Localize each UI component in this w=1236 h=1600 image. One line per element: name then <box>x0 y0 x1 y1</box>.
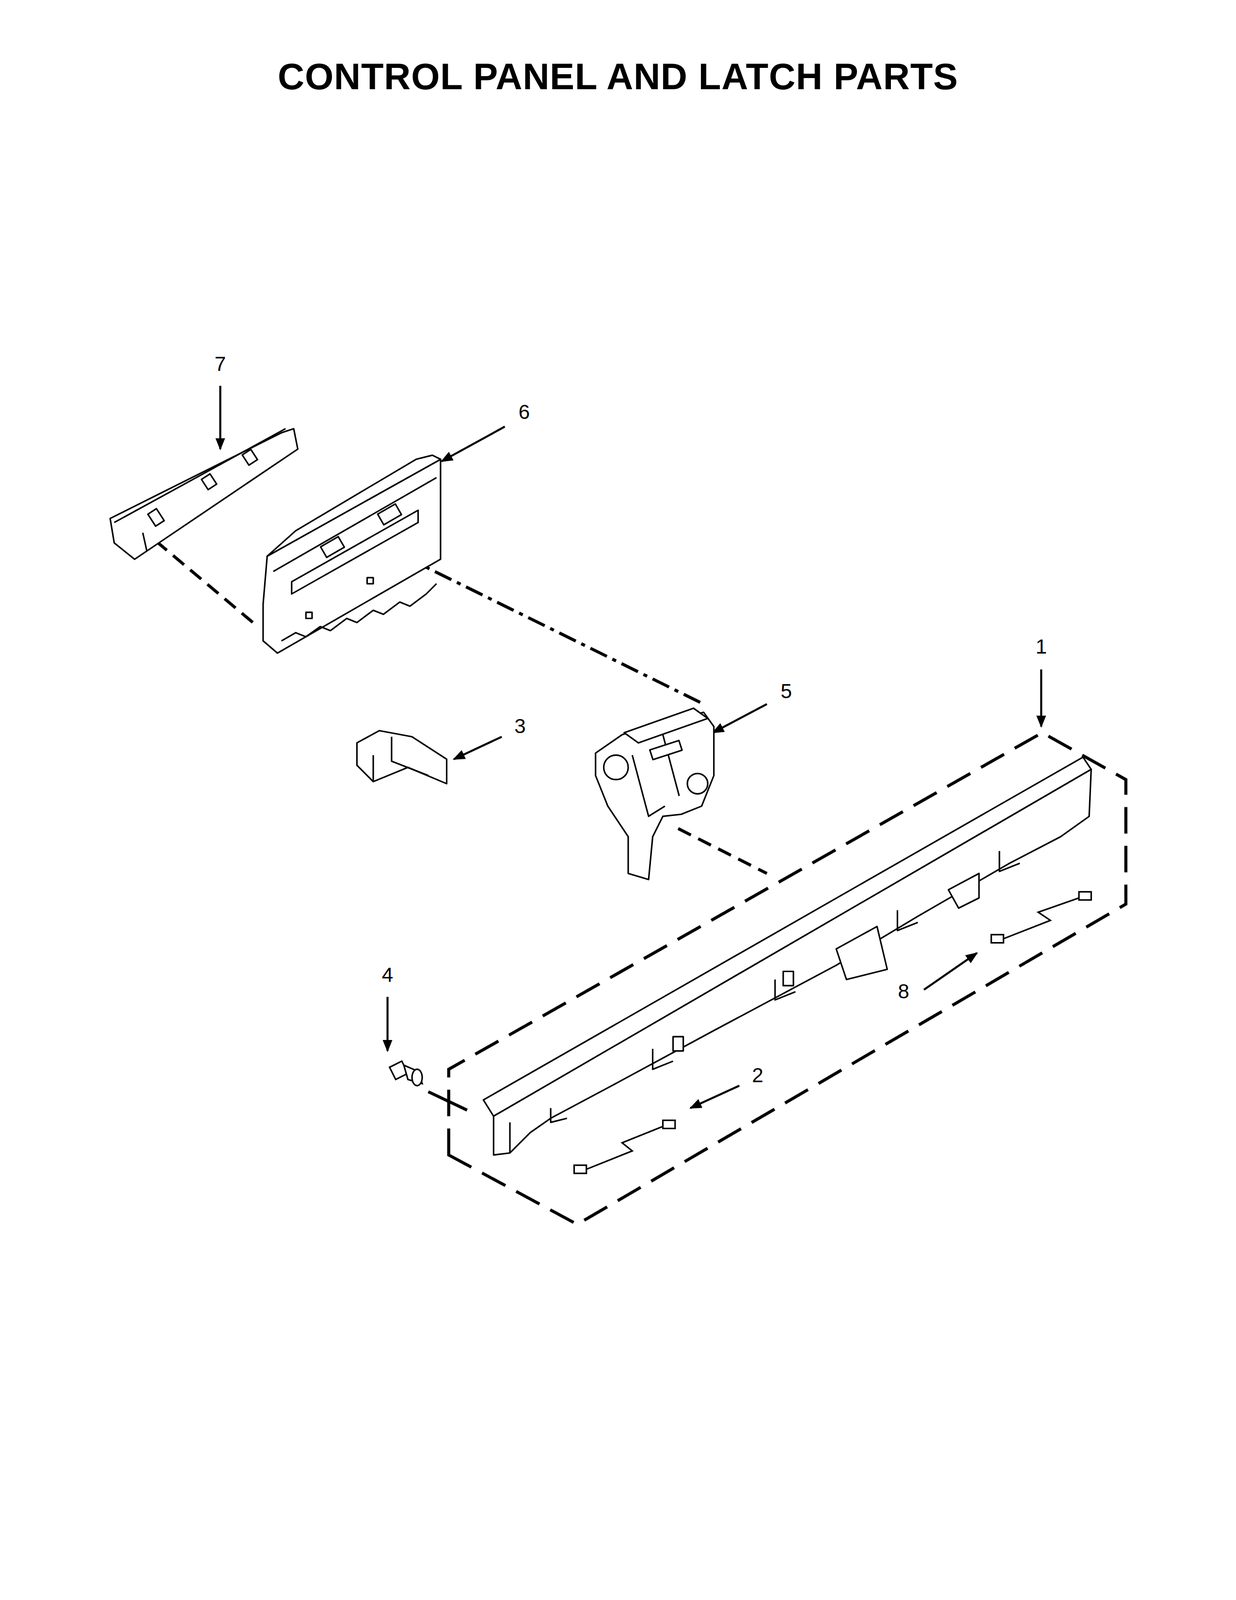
part-6-control-housing-line <box>291 509 419 594</box>
parts-2-8-wire-harness <box>574 891 1092 1173</box>
part-6-control-housing-line <box>320 536 345 558</box>
leader-arrows-line <box>1040 669 1043 727</box>
leader-arrows-line <box>386 996 389 1051</box>
leader-arrows-line <box>453 736 502 760</box>
part-4-screw-line <box>412 1068 423 1086</box>
leader-arrows-line <box>713 703 768 733</box>
leader-arrows-line <box>219 385 222 449</box>
part-3-bracket <box>356 730 447 784</box>
part-5-door-latch-line <box>632 754 665 816</box>
part-7-rail-line <box>147 508 165 526</box>
leader-arrows <box>220 385 1042 1109</box>
part-1-control-panel-line <box>483 757 1092 1117</box>
part-6-control-housing-line <box>305 612 313 619</box>
part-3-bracket-line <box>391 736 429 776</box>
callout-number: 2 <box>752 1064 764 1086</box>
part-1-control-panel-line <box>652 1048 674 1069</box>
part-7-rail <box>110 428 298 559</box>
part-6-control-housing-line <box>267 455 441 556</box>
part-6-control-housing <box>263 455 441 653</box>
part-6-control-housing-line <box>263 459 441 653</box>
part-1-control-panel-line <box>550 1107 568 1122</box>
part-3-bracket-line <box>356 730 447 784</box>
callout-number: 4 <box>381 964 394 985</box>
callout-number: 5 <box>780 681 792 702</box>
parts-2-8-wire-harness-line <box>663 1120 676 1129</box>
part-3-bracket-line <box>372 754 374 782</box>
part-5-door-latch-line <box>687 773 708 794</box>
callout-number: 8 <box>897 981 909 1002</box>
callout-number: 1 <box>1035 636 1047 657</box>
parts-2-8-wire-harness-line <box>1078 891 1092 900</box>
part-5-door-latch-line <box>624 708 709 744</box>
part-6-control-housing-line <box>366 577 374 584</box>
callout-number: 6 <box>518 401 530 423</box>
part-5-door-latch-line <box>649 740 683 760</box>
parts-2-8-wire-harness-line <box>586 1125 664 1169</box>
leader-arrows-line <box>923 952 977 990</box>
leader-arrows-line <box>441 426 505 462</box>
part-1-control-panel-line <box>948 872 980 908</box>
part-7-rail-line <box>114 428 286 523</box>
part-1-control-panel-line <box>836 926 888 980</box>
parts-2-8-wire-harness-line <box>574 1164 587 1173</box>
page-title: CONTROL PANEL AND LATCH PARTS <box>277 58 959 96</box>
part-7-rail-line <box>242 449 258 466</box>
part-1-control-panel-line <box>493 769 1092 1155</box>
part-7-rail-line <box>201 473 217 490</box>
parts-2-8-wire-harness-line <box>1003 897 1079 939</box>
part-6-control-housing-line <box>281 583 437 641</box>
part-1-control-panel-line <box>783 970 794 985</box>
part-5-door-latch <box>595 708 714 880</box>
part-1-control-panel-line <box>999 850 1020 872</box>
part-4-screw <box>389 1061 423 1086</box>
part-1-control-panel-line <box>673 1036 684 1051</box>
part-6-control-housing-line <box>377 503 402 525</box>
part-7-rail-line <box>110 428 298 559</box>
part-7-rail-line <box>142 532 147 552</box>
part-1-control-panel-line <box>897 909 918 931</box>
part-1-control-panel <box>483 757 1092 1156</box>
leader-arrows-line <box>690 1085 740 1108</box>
callout-number: 3 <box>514 715 526 737</box>
part-5-door-latch-line <box>603 754 629 779</box>
assembly-lines-line <box>678 828 767 874</box>
callout-number: 7 <box>214 353 226 375</box>
assembly-lines-line <box>403 555 704 704</box>
parts-2-8-wire-harness-line <box>991 934 1004 943</box>
part-1-control-panel-line <box>508 1122 511 1153</box>
assembly-lines-line <box>448 732 1126 1224</box>
